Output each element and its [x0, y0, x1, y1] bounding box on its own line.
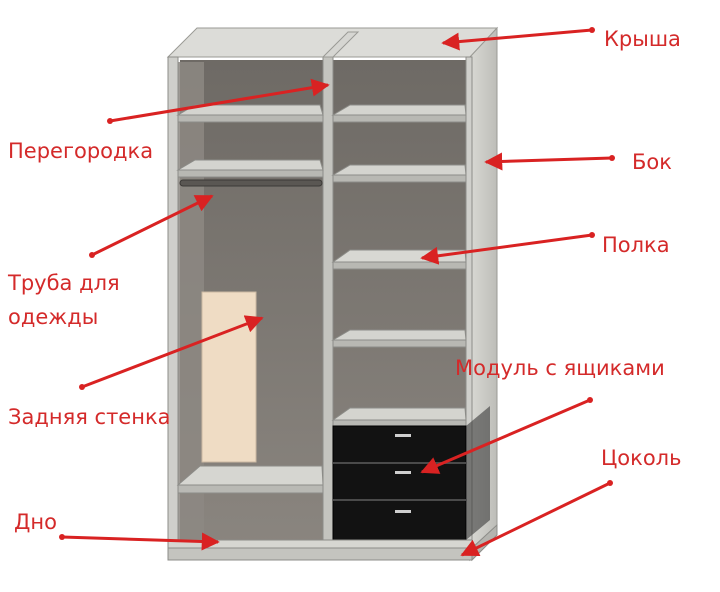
label-side: Бок: [632, 150, 672, 174]
drawer-module: [332, 406, 490, 541]
drawer-module-pointer: [420, 398, 591, 474]
side-pointer: [484, 152, 613, 171]
plinth-pointer: [460, 481, 611, 557]
shelf-pointer: [420, 233, 593, 265]
partition-pointer: [109, 78, 330, 123]
label-rail-line2: одежды: [8, 305, 99, 329]
partition-depth: [321, 31, 360, 58]
left-bay-shelves: [176, 104, 324, 494]
roof-pointer: [441, 28, 593, 51]
back-panel-light: [201, 291, 257, 463]
drawer-handle: [395, 510, 411, 513]
label-rail-line1: Труба для: [8, 271, 120, 295]
right-bay-shelves: [331, 104, 467, 427]
label-bottom: Дно: [14, 510, 57, 534]
label-shelf: Полка: [602, 233, 670, 257]
bottom-pointer: [61, 532, 220, 551]
label-partition: Перегородка: [8, 139, 154, 163]
left-frame-post: [167, 56, 179, 561]
drawer-handle: [395, 471, 411, 474]
rail-pointer: [91, 194, 214, 257]
label-plinth: Цоколь: [601, 446, 682, 470]
wardrobe-plinth: [167, 547, 473, 561]
label-roof: Крыша: [604, 27, 681, 51]
label-drawer-module: Модуль с ящиками: [455, 356, 665, 380]
wardrobe-partition: [322, 56, 334, 546]
back-panel-pointer: [81, 315, 264, 389]
pointer-lines: [59, 27, 615, 557]
wardrobe-body: [166, 26, 499, 562]
clothes-rail: [179, 179, 323, 187]
drawer-handle: [395, 434, 411, 437]
label-back-panel: Задняя стенка: [8, 405, 171, 429]
